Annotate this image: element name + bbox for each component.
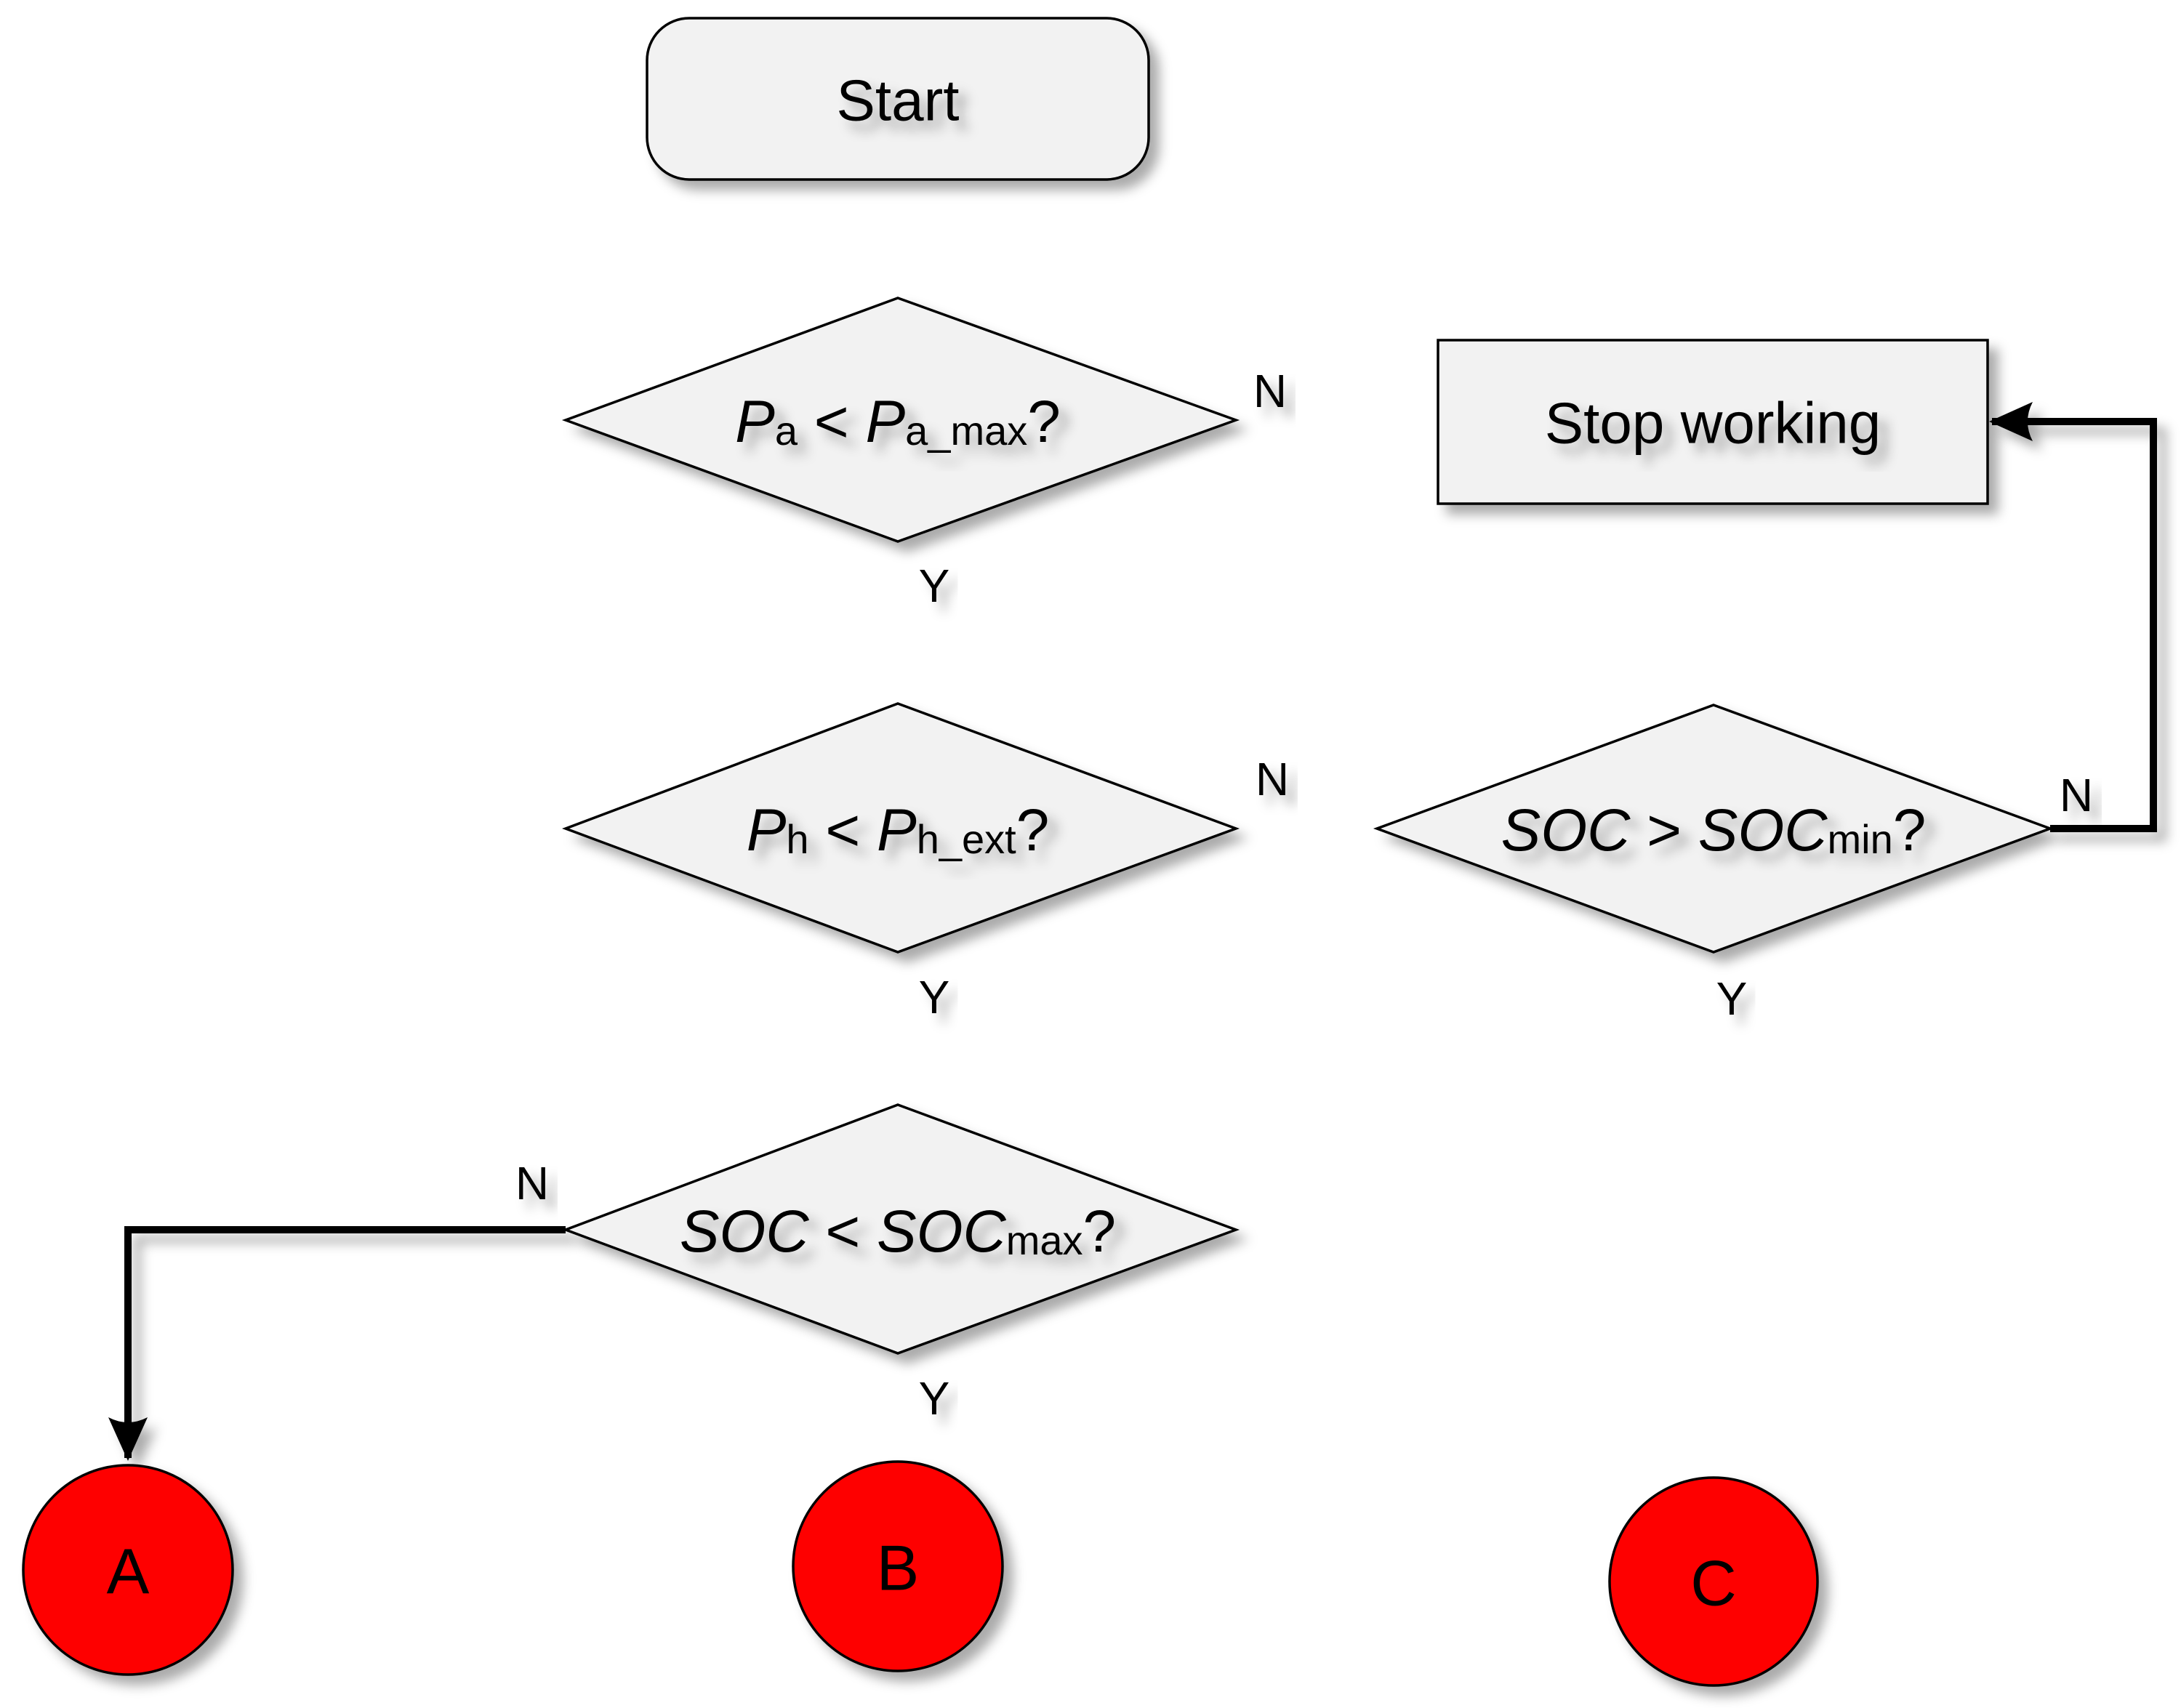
edge-check-soc-max-no bbox=[108, 1226, 566, 1461]
edge-check-soc-min-no-return bbox=[1989, 402, 2157, 832]
decision-soc-min-label: SOC > SOCmin? bbox=[1501, 797, 1927, 863]
outcome-b-label: B bbox=[877, 1532, 920, 1604]
edge-label-group: N Y N Y N Y N Y bbox=[515, 365, 2093, 1425]
decision-soc-min-node bbox=[1373, 704, 2055, 954]
outcome-a-label: A bbox=[107, 1536, 150, 1608]
branch-label-ph-yes: Y bbox=[919, 971, 950, 1023]
node-group: Start Pa < Pa_max? Stop working Ph < Ph_… bbox=[22, 17, 2055, 1687]
branch-label-soc-min-yes: Y bbox=[1716, 972, 1748, 1025]
branch-label-soc-max-yes: Y bbox=[919, 1372, 950, 1425]
stop-working-label: Stop working bbox=[1545, 391, 1881, 456]
stop-working-node bbox=[1437, 339, 1989, 505]
outcome-c-node bbox=[1608, 1476, 1819, 1687]
decision-pa-label: Pa < Pa_max? bbox=[735, 389, 1061, 455]
branch-label-soc-min-no: N bbox=[2060, 769, 2093, 821]
outcome-a-node bbox=[22, 1464, 234, 1676]
branch-label-pa-yes: Y bbox=[919, 560, 950, 612]
decision-ph-label: Ph < Ph_ext? bbox=[747, 797, 1050, 863]
outcome-b-node bbox=[792, 1460, 1004, 1672]
decision-soc-max-node bbox=[562, 1103, 1240, 1355]
branch-label-soc-max-no: N bbox=[515, 1157, 549, 1209]
decision-ph-node bbox=[562, 702, 1240, 954]
start-node bbox=[646, 17, 1150, 181]
decision-soc-max-label: SOC < SOCmax? bbox=[680, 1199, 1116, 1265]
outcome-c-label: C bbox=[1690, 1547, 1737, 1619]
branch-label-ph-no: N bbox=[1256, 753, 1289, 805]
branch-label-pa-no: N bbox=[1253, 365, 1287, 417]
decision-pa-node bbox=[561, 297, 1240, 543]
edge-group bbox=[108, 180, 2157, 1475]
start-node-label: Start bbox=[837, 68, 960, 133]
